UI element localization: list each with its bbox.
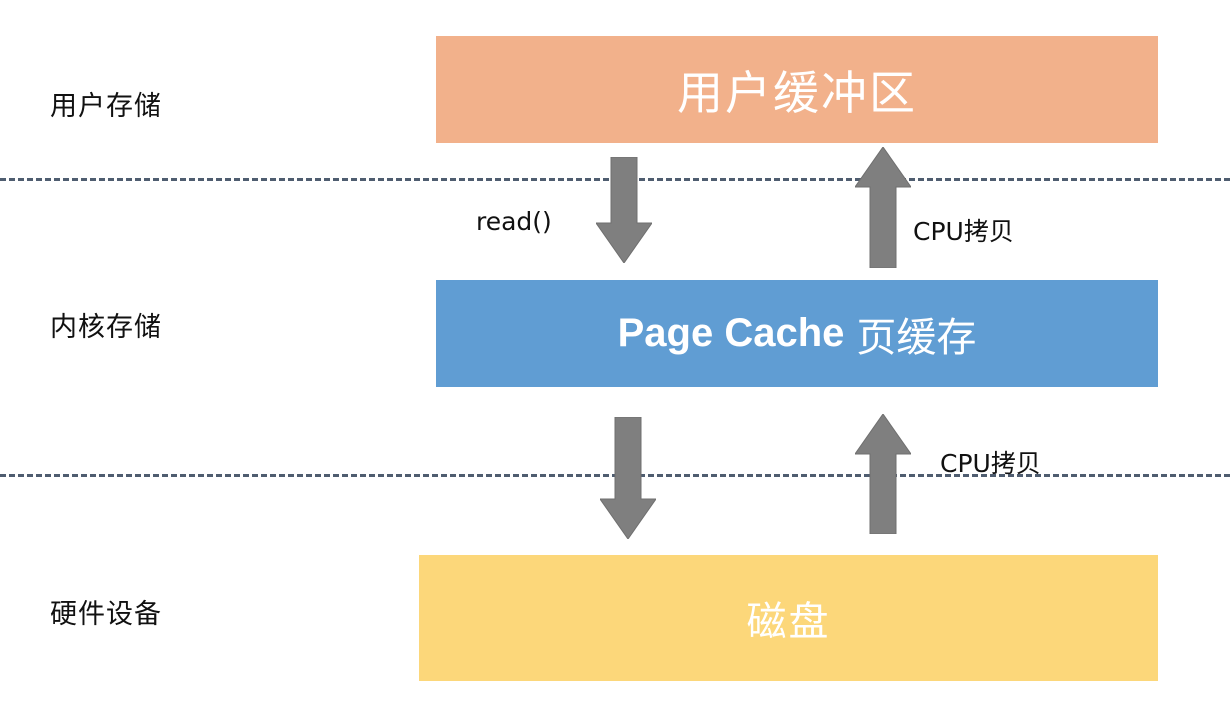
cpu-copy-label-upper: CPU拷贝 bbox=[913, 217, 1014, 246]
disk-box: 磁盘 bbox=[419, 555, 1158, 681]
user-buffer-box: 用户缓冲区 bbox=[436, 36, 1158, 143]
arrow-up-cpu-copy-lower bbox=[855, 414, 911, 534]
user-buffer-label: 用户缓冲区 bbox=[677, 65, 917, 120]
page-cache-box: Page Cache 页缓存 bbox=[436, 280, 1158, 387]
cpu-copy-label-lower: CPU拷贝 bbox=[940, 449, 1041, 478]
layer-label-kernel: 内核存储 bbox=[50, 312, 162, 343]
layer-label-hardware: 硬件设备 bbox=[50, 599, 162, 630]
arrow-down-read bbox=[596, 157, 652, 263]
disk-label: 磁盘 bbox=[746, 599, 831, 645]
arrow-down-disk bbox=[600, 417, 656, 539]
layer-label-user: 用户存储 bbox=[50, 91, 162, 122]
page-cache-label-zh: 页缓存 bbox=[856, 314, 977, 361]
read-label: read() bbox=[476, 207, 552, 236]
page-cache-label-en: Page Cache bbox=[617, 311, 845, 355]
arrow-up-cpu-copy-upper bbox=[855, 147, 911, 268]
